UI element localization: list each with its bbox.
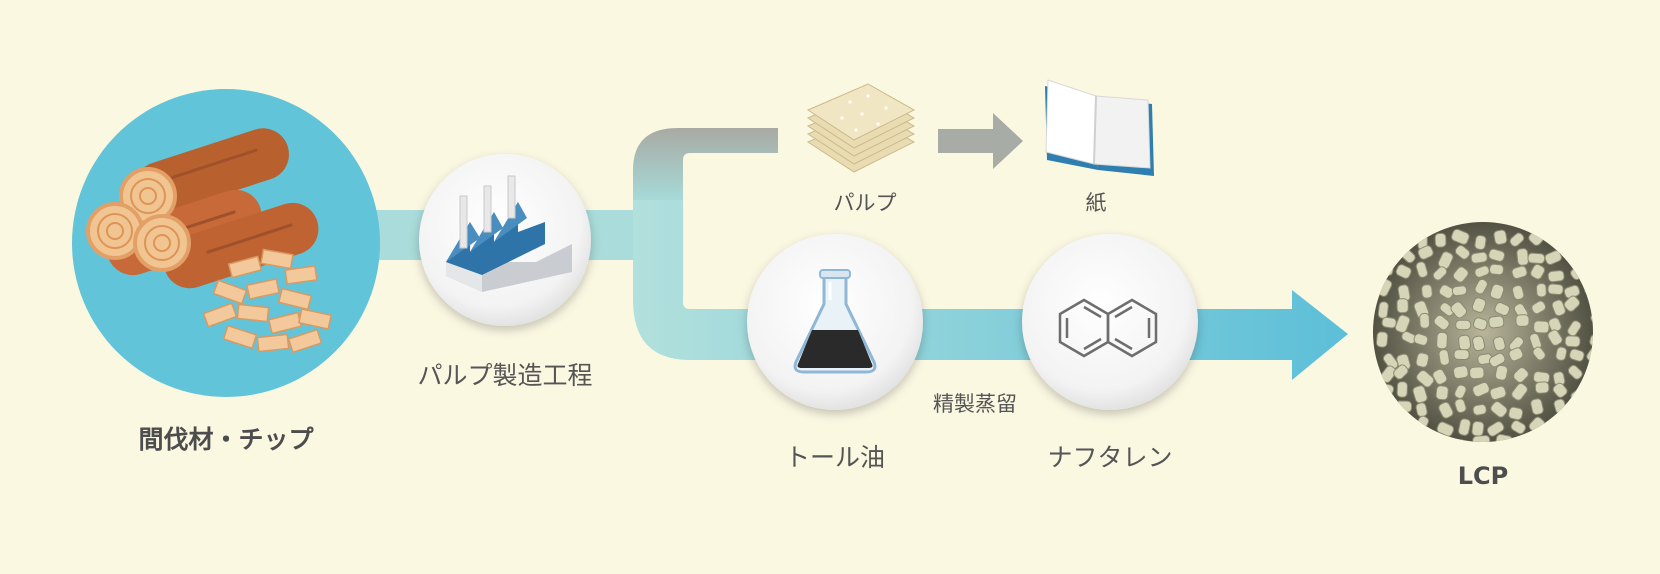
label-naphthalene: ナフタレン [1047,443,1173,472]
label-refining: 精製蒸留 [933,392,1017,416]
label-paper: 紙 [1085,191,1107,215]
naphthalene-icon [1022,234,1198,410]
label-pulp: パルプ [833,191,897,215]
pulp-sheets-icon [806,83,916,173]
wood-logs-icon [72,89,380,397]
label-tall-oil: トール油 [784,443,886,472]
lcp-pellets-icon [1373,222,1593,442]
pulp-to-paper-arrow [938,113,1023,169]
flow-to-lcp [633,200,1348,380]
paper-book-icon [1045,79,1154,176]
flask-icon [747,234,923,410]
factory-icon [419,154,591,326]
label-lcp: LCP [1457,462,1509,490]
label-pulp-process: パルプ製造工程 [417,361,593,390]
flow-to-pulp [633,128,778,200]
label-wood-chips: 間伐材・チップ [138,425,314,454]
